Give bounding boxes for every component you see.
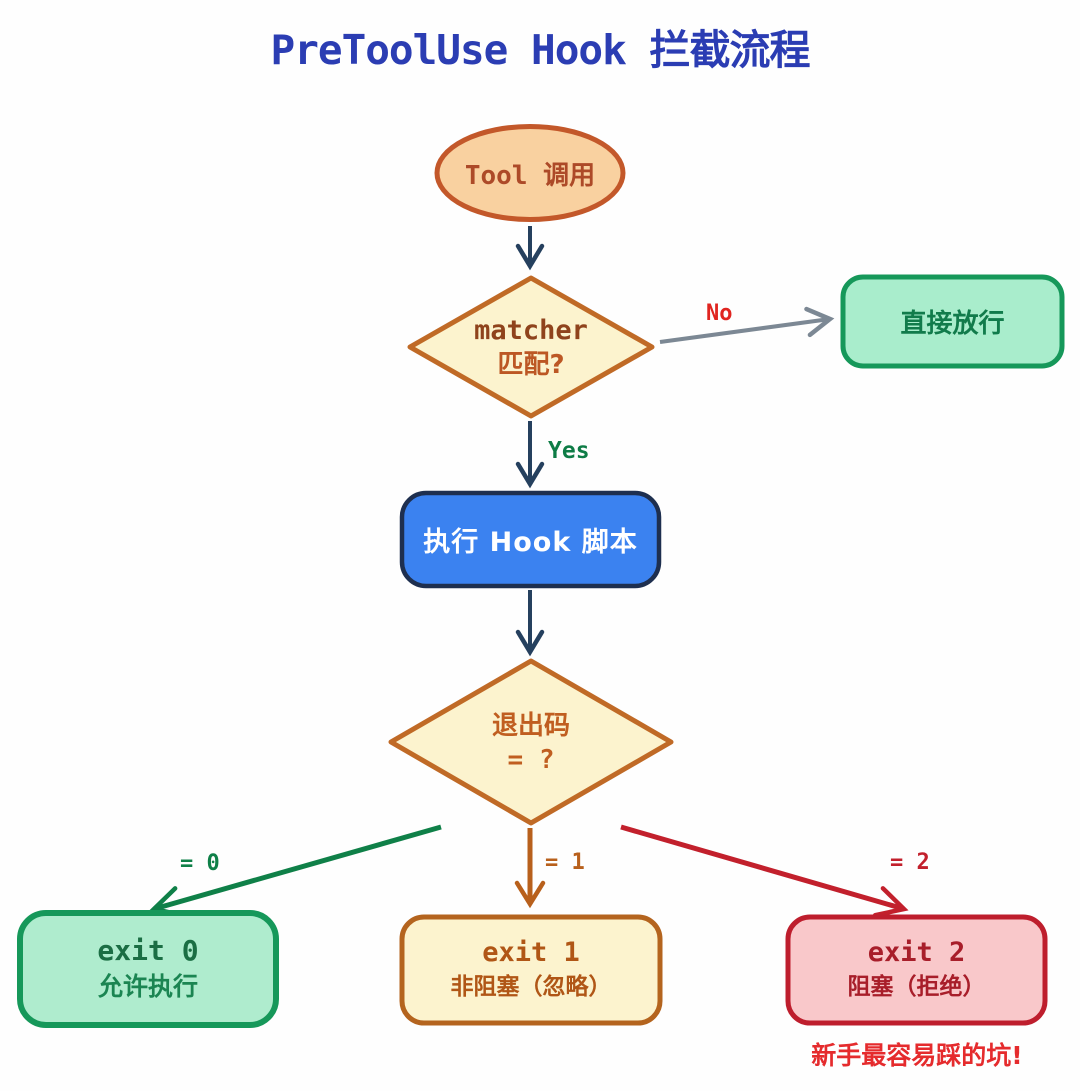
- run-hook-node-shape: [399, 490, 662, 589]
- matcher-decision-shape: [407, 275, 655, 419]
- start-node-shape: [434, 124, 626, 222]
- pass-through-node-shape: [840, 274, 1065, 369]
- exit1-node-shape: [399, 914, 663, 1026]
- exit2-node-shape: [785, 914, 1048, 1026]
- connector-exitcode-eq2: [620, 824, 909, 918]
- exit0-node-shape: [17, 910, 279, 1028]
- warning-note: 新手最容易踩的坑!: [811, 1041, 1023, 1070]
- flowchart-title: PreToolUse Hook 拦截流程: [270, 26, 811, 74]
- connector-exitcode-eq0: [149, 824, 442, 918]
- exit-code-decision-shape: [388, 658, 674, 826]
- connector-matcher-no-to-pass: [659, 306, 835, 344]
